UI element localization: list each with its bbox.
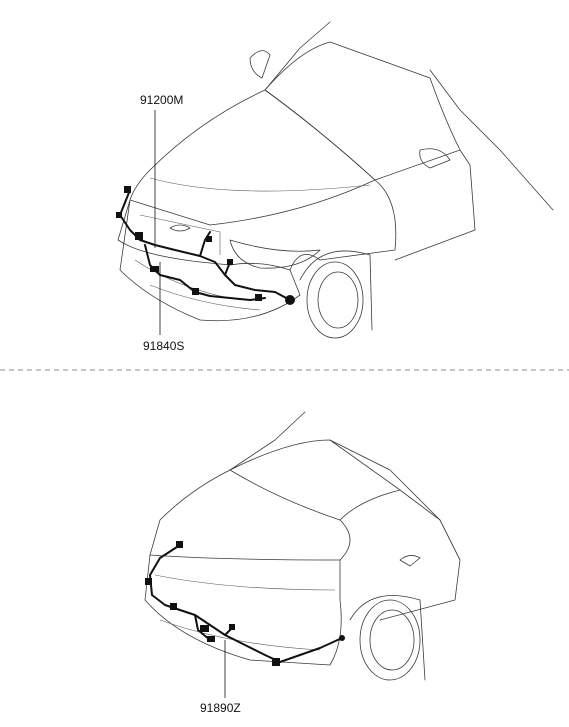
rear-roof-line: [229, 411, 306, 471]
front-hood: [129, 89, 376, 226]
rear-connector: [176, 541, 183, 548]
rear-door-handle: [399, 555, 421, 567]
part-label-91200m: 91200M: [140, 93, 183, 107]
front-wiring-harness: [116, 186, 295, 305]
front-a-pillar: [429, 69, 554, 211]
part-label-91840s: 91840S: [143, 339, 184, 353]
front-windshield: [264, 41, 461, 181]
front-roof-line: [264, 21, 331, 91]
left-mirror: [249, 50, 271, 79]
rear-window: [229, 439, 401, 521]
rear-wiring-harness: [145, 541, 345, 666]
rear-side: [379, 489, 461, 621]
trunk-lid: [149, 469, 351, 561]
front-connector: [124, 186, 131, 193]
front-wheel: [306, 261, 364, 339]
rear-car-illustration: [144, 411, 461, 681]
front-headlight: [229, 239, 321, 269]
front-car-illustration: [117, 21, 554, 339]
part-label-91890z: 91890Z: [200, 701, 241, 715]
rear-bumper: [144, 554, 342, 666]
front-mirror: [419, 148, 451, 169]
front-grille: [117, 199, 301, 322]
front-fender: [289, 179, 397, 271]
front-emblem: [169, 224, 191, 232]
rear-harness-wire: [149, 544, 343, 663]
rear-wheel: [359, 599, 421, 681]
